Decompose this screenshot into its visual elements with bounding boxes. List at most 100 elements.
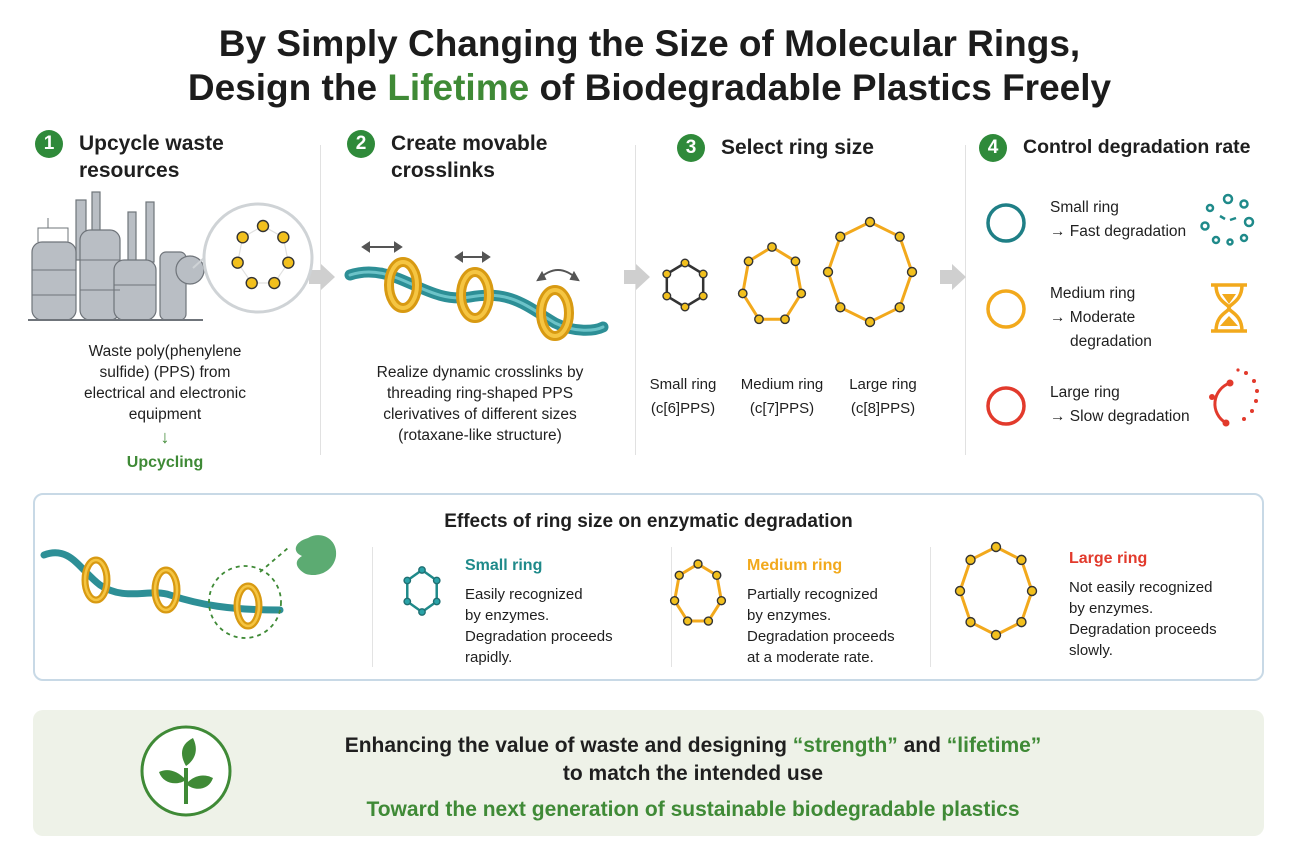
effects-body-line: Partially recognized [747,586,878,603]
ring-atom [965,554,976,566]
deg-item-small: Small ring→ Fast degradation [1050,196,1186,244]
deg-rate: → Fast degradation [1050,223,1187,240]
slow-fragments-icon [1209,368,1259,427]
ring-code: (c[8]PPS) [850,400,916,417]
ring-atom [835,302,846,313]
effects-body-line: Easily recognized [465,586,583,603]
divider-1 [320,145,321,455]
ring-atom [662,269,672,279]
step-2-description: Realize dynamic crosslinks by threading … [335,362,625,446]
step-2-desc-line: clerivatives of different sizes [383,406,577,423]
effects-medium-body: Partially recognized by enzymes. Degradati… [747,584,895,668]
ring-atom [268,276,281,290]
bottom-line-1: Enhancing the value of waste and designi… [193,734,1193,758]
ring-atom [432,597,441,606]
flow-arrow-3 [940,264,966,290]
deg-item-large: Large ring→ Slow degradation [1050,381,1190,429]
effects-large-ring [954,541,1038,641]
title-line-1: By Simply Changing the Size of Molecular… [218,23,1081,64]
lifetime-highlight: “lifetime” [946,734,1042,757]
ring-atom [245,276,258,290]
step1-magnified-ring [231,219,295,290]
ring-atom [954,585,966,597]
ring-atom [682,616,693,626]
ring-atom [906,266,918,278]
flow-arrow-1 [309,264,335,290]
medium-ring-label: Medium ring(c[7]PPS) [732,373,832,421]
step-1-description: Waste poly(phenylene sulfide) (PPS) from… [30,341,300,425]
effects-title: Effects of ring size on enzymatic degrad… [444,511,853,532]
ring-atom [662,291,672,301]
flow-arrow-2 [624,264,650,290]
ring-atom [669,595,680,606]
deg-rate-cont: degradation [1070,333,1152,350]
ring-bond [741,245,803,321]
effects-small-ring [403,566,441,616]
deg-rate: → Slow degradation [1050,408,1190,425]
large-ring-icon [986,386,1026,426]
title-line-2-pre: Design the [187,67,388,108]
ring-atom [990,541,1002,553]
effects-body-line: by enzymes. [747,607,832,624]
step-2-desc-line: Realize dynamic crosslinks by [376,364,584,381]
effects-divider [671,547,672,667]
bottom-line-2: to match the intended use [562,762,824,785]
ring-atom [403,597,412,606]
fragments-icon [1200,193,1255,246]
step-4-badge: 4 [979,134,1007,162]
step-1-desc-line: Waste poly(phenylene [88,343,242,360]
small-ring-illustration [662,258,708,312]
ring-atom [403,576,412,585]
ring-atom [418,608,426,616]
ring-name: Medium ring [740,376,824,393]
ring-atom [674,570,684,580]
effects-small-head: Small ring [465,557,543,574]
ring-atom [1026,585,1038,597]
step-2-title-b: crosslinks [391,159,495,182]
divider-3 [965,145,966,455]
effects-body-line: by enzymes. [465,607,550,624]
effects-body-line: rapidly. [465,649,513,666]
rotaxane-illustration [344,241,609,341]
title-highlight: Lifetime [387,67,530,108]
step-1-desc-line: equipment [128,406,202,423]
divider-2 [635,145,636,455]
effects-body-line: Degradation proceeds [747,628,895,645]
deg-name: Medium ring [1050,285,1136,302]
step-2-title-a: Create movable [391,132,548,155]
ring-atom [864,316,876,328]
ring-bond [665,261,705,309]
enzyme-rotaxane-illustration [40,535,337,639]
step1-ring-group [231,219,295,290]
medium-ring-icon [986,289,1026,329]
title-line-2: Design the Lifetime of Biodegradable Pla… [0,66,1299,110]
ring-name: Small ring [649,376,717,393]
ring-code: (c[6]PPS) [650,400,716,417]
ring-atom [737,288,748,299]
large-ring-illustration [822,216,918,328]
step-1-title-b: resources [79,159,180,182]
ring-atom [796,288,807,299]
upcycling-label: Upcycling [126,454,204,471]
ring-atom [231,256,244,269]
ring-atom [835,231,846,242]
effects-divider [930,547,931,667]
ring-atom [680,258,690,268]
step-3-title: Select ring size [721,136,874,159]
ring-atom [236,231,249,244]
ring-atom [754,314,764,325]
ring-atom [698,269,708,279]
small-ring-icon [986,203,1026,243]
bottom-line-1-a: Enhancing the value of waste and designi… [344,734,793,757]
ring-bond [406,568,438,614]
ring-atom [716,595,727,606]
step-1-badge: 1 [35,130,63,158]
ring-atom [712,570,722,580]
ring-atom [277,231,290,244]
